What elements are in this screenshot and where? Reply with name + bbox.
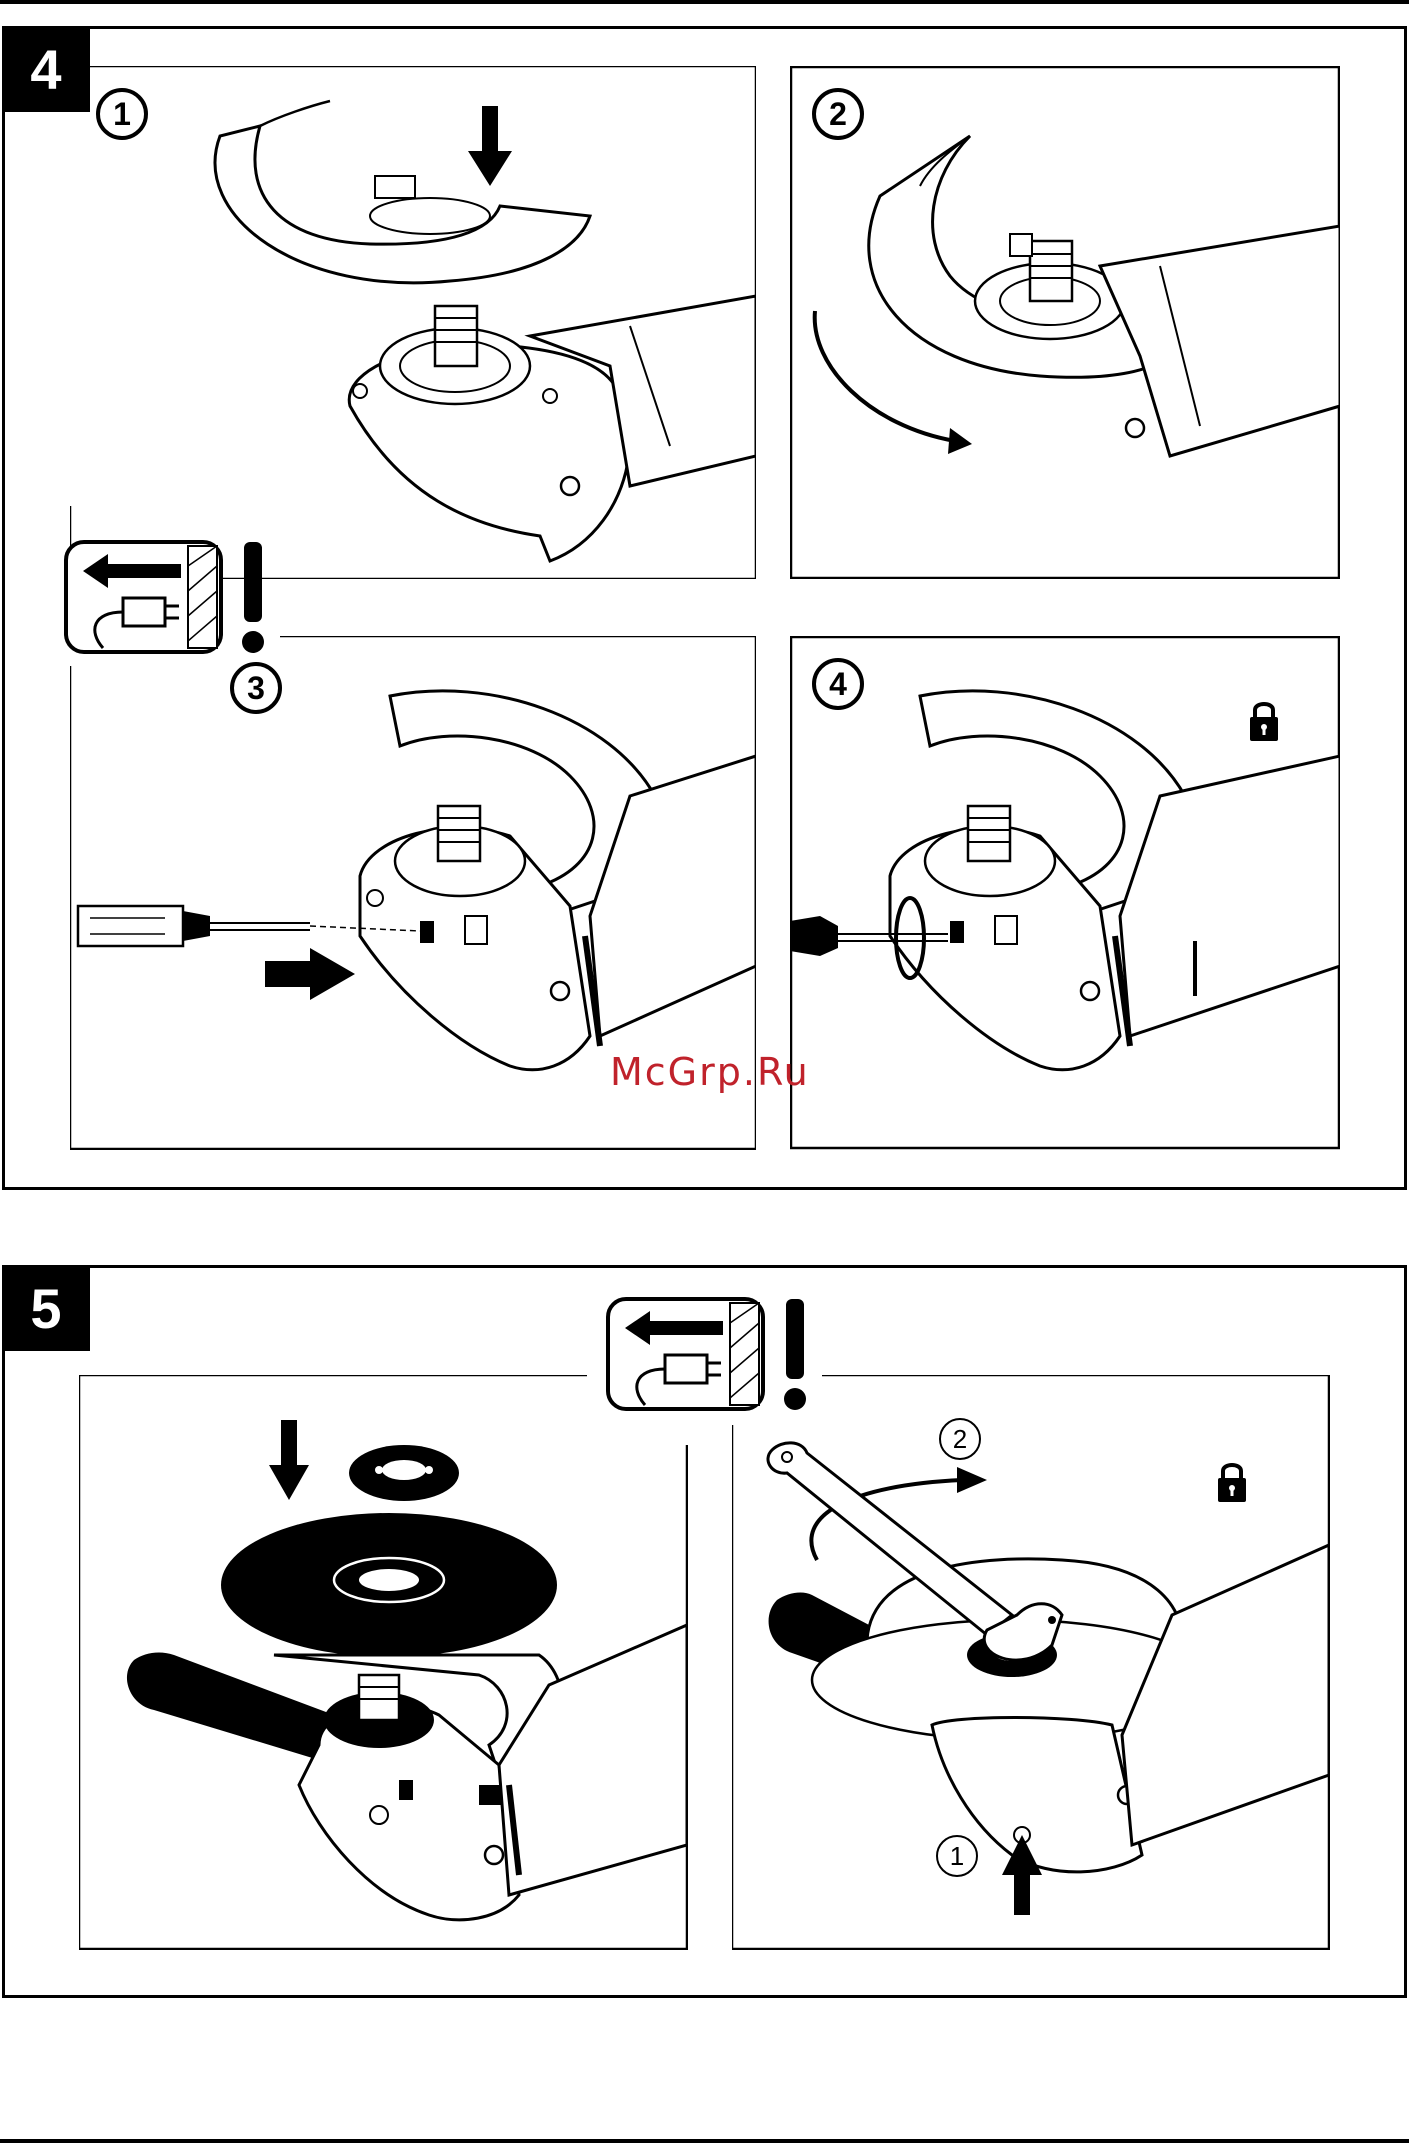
step-1-panel: 1: [70, 66, 756, 579]
figure-section-4: 4 1: [2, 26, 1407, 1190]
rotate-guard-illustration: [790, 66, 1340, 579]
callout-1-badge: 1: [936, 1835, 978, 1877]
top-rule: [0, 0, 1409, 4]
step-2-panel: 2: [790, 66, 1340, 579]
step-3-badge: 3: [230, 662, 282, 714]
step-4-badge: 4: [812, 658, 864, 710]
figure-section-5: 5: [2, 1265, 1407, 1998]
padlock-icon: [1248, 698, 1280, 742]
watermark-text: McGrp.Ru: [610, 1050, 810, 1094]
step-2-badge: 2: [812, 88, 864, 140]
mount-guard-illustration: [70, 66, 756, 579]
bottom-rule: [0, 2139, 1409, 2143]
section-number: 5: [2, 1265, 90, 1351]
step-1-badge: 1: [96, 88, 148, 140]
callout-2-badge: 2: [939, 1418, 981, 1460]
step-4-panel: 4: [790, 636, 1340, 1150]
padlock-icon: [1216, 1459, 1248, 1503]
tighten-flange-panel: 1 2: [732, 1375, 1330, 1950]
mount-disc-panel: [79, 1375, 688, 1950]
mount-disc-illustration: [79, 1375, 688, 1950]
